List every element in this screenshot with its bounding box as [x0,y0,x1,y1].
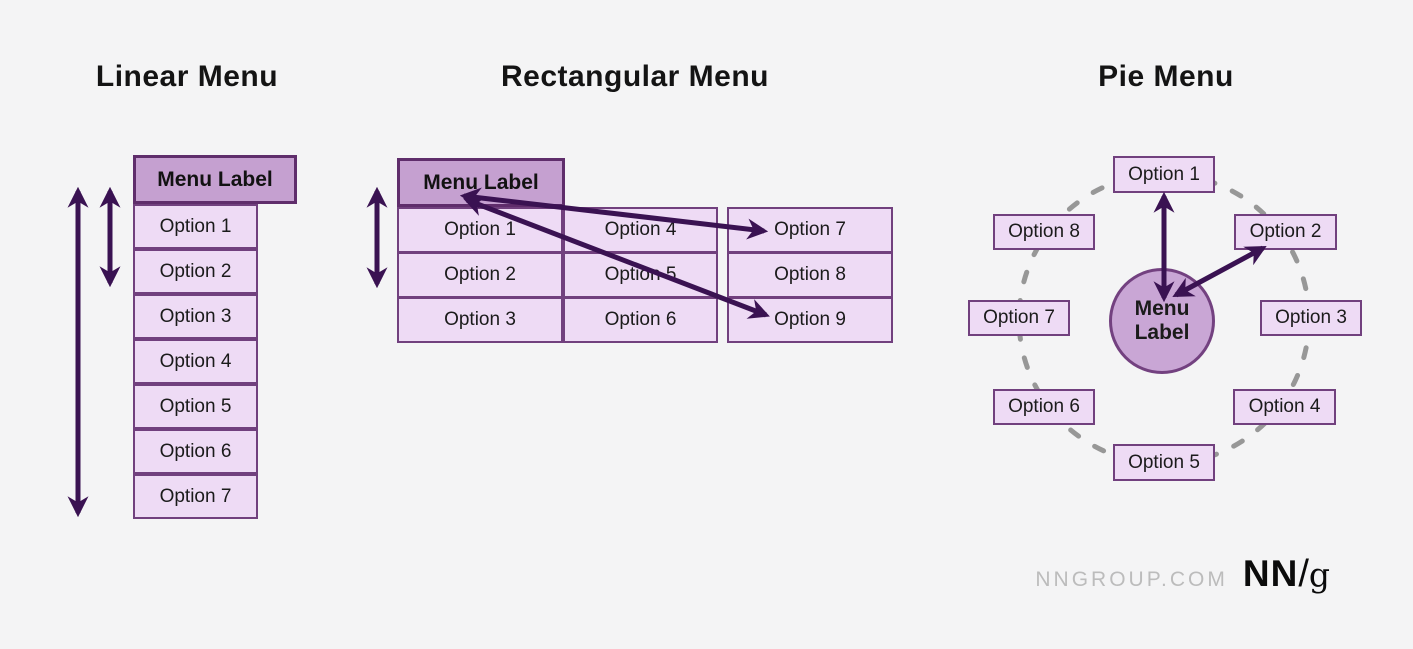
nng-logo-g: g [1308,555,1330,594]
menu-option: Option 6 [993,389,1095,425]
menu-option: Option 1 [397,207,563,253]
pie-menu-label-circle: Menu Label [1109,268,1215,374]
menu-option: Option 7 [133,474,258,519]
menu-option: Option 2 [397,252,563,298]
menu-option: Option 1 [133,204,258,249]
menu-option: Option 4 [1233,389,1336,425]
menu-option: Option 9 [727,297,893,343]
menu-option: Option 8 [993,214,1095,250]
menu-option: Option 6 [563,297,718,343]
rectangular-menu-title: Rectangular Menu [500,60,770,93]
linear-menu-label: Menu Label [133,155,297,204]
linear-menu-title: Linear Menu [95,60,279,93]
menu-option: Option 3 [133,294,258,339]
pie-menu-title: Pie Menu [1098,60,1234,93]
menu-option: Option 7 [968,300,1070,336]
menu-option: Option 4 [133,339,258,384]
menu-option: Option 7 [727,207,893,253]
footer: NNGROUP.COM NN/g [930,553,1330,596]
nngroup-site-text: NNGROUP.COM [1035,568,1228,591]
nng-logo-slash: / [1298,553,1309,595]
menu-option: Option 1 [1113,156,1215,193]
pie-menu-label: Menu Label [1134,296,1190,344]
menu-option: Option 4 [563,207,718,253]
menu-option: Option 5 [1113,444,1215,481]
rectangular-menu-label: Menu Label [397,158,565,207]
menu-option: Option 3 [1260,300,1362,336]
nng-logo: NN/g [1243,553,1330,596]
menu-option: Option 2 [133,249,258,294]
menu-option: Option 6 [133,429,258,474]
menu-option: Option 2 [1234,214,1337,250]
nng-logo-nn: NN [1242,553,1299,594]
menu-option: Option 5 [133,384,258,429]
menu-option: Option 8 [727,252,893,298]
menu-option: Option 5 [563,252,718,298]
menu-option: Option 3 [397,297,563,343]
